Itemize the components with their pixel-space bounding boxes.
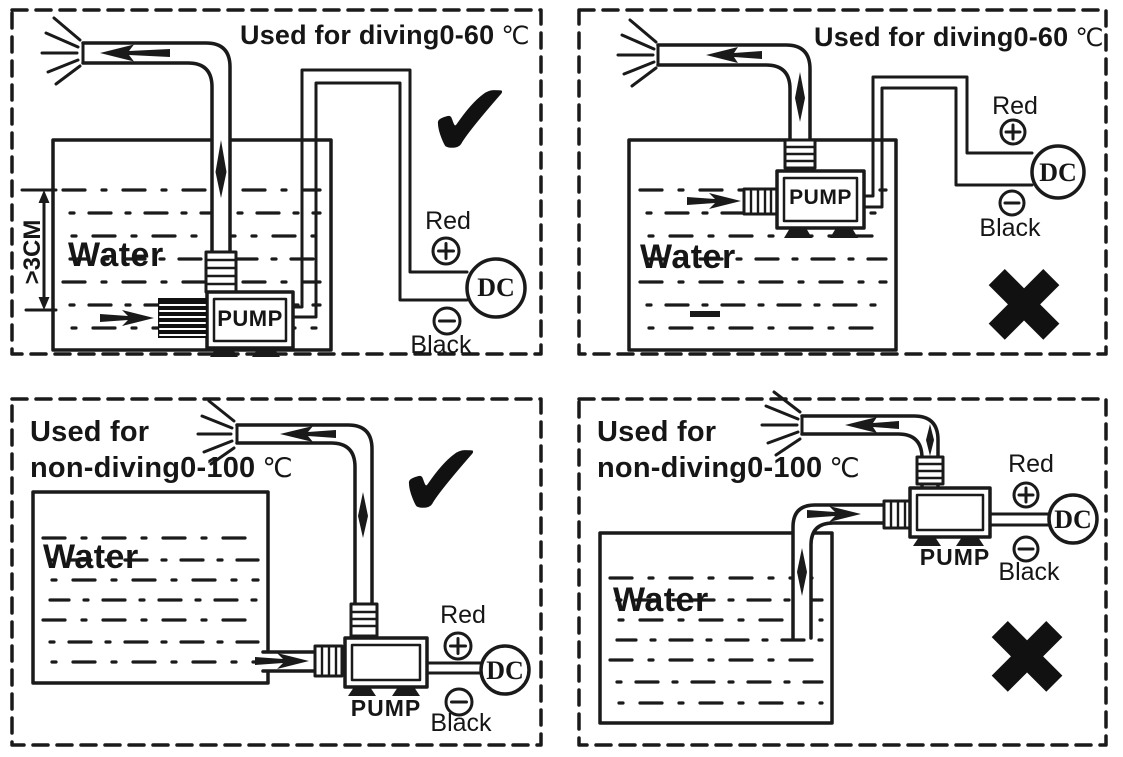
water-label: Water: [613, 581, 709, 619]
dc-connector: [431, 236, 527, 336]
suction-pipe: [255, 644, 344, 678]
inlet-strainer: [158, 298, 207, 338]
degree-symbol: ℃: [501, 21, 530, 50]
dc-label: DC: [486, 656, 524, 685]
panel-title-line2: non-diving0-100℃: [597, 452, 860, 484]
flow-arrow-icon: [100, 310, 154, 326]
dc-connector: [1012, 481, 1099, 563]
degree-symbol: ℃: [1075, 23, 1104, 52]
pump-label: PUMP: [217, 306, 283, 331]
minus-terminal-icon: [998, 189, 1026, 217]
panel-title-line2: non-diving0-100℃: [30, 452, 293, 484]
x-icon: ✖: [982, 597, 1072, 720]
x-icon: ✖: [979, 245, 1069, 368]
water-label: Water: [68, 236, 164, 274]
flow-left-arrow-icon: [706, 47, 762, 63]
red-wire-label: Red: [440, 601, 486, 629]
black-wire-label: Black: [979, 214, 1041, 242]
plus-terminal-icon: [431, 236, 461, 266]
min-depth-label: >3CM: [19, 219, 46, 285]
panel-border: [10, 8, 543, 356]
water-dashes: [608, 576, 824, 705]
red-wire-label: Red: [992, 92, 1038, 120]
pump: [343, 636, 429, 696]
panel-title-line1: Used for: [597, 416, 717, 448]
pump: [158, 290, 295, 357]
panel-border: [577, 8, 1108, 356]
pump: [775, 169, 866, 238]
power-cord: [291, 68, 469, 319]
flow-left-arrow-icon: [280, 426, 336, 442]
inlet-ribs: [742, 187, 780, 216]
plus-terminal-icon: [443, 631, 473, 661]
water-label: Water: [640, 238, 736, 276]
degree-symbol: ℃: [829, 453, 860, 484]
dc-label: DC: [1054, 505, 1092, 534]
spray-icon: [196, 399, 236, 466]
panel-title: Used for diving0-60℃: [814, 22, 1104, 52]
panel-non-diving-correct-drawing: [10, 397, 543, 747]
outlet-pipe: [800, 414, 945, 490]
red-wire-label: Red: [1008, 450, 1054, 478]
dc-label: DC: [477, 273, 515, 302]
minus-terminal-icon: [432, 306, 462, 336]
pump: [908, 486, 992, 546]
minus-terminal-icon: [1012, 535, 1040, 563]
black-wire-label: Black: [430, 709, 492, 737]
plus-terminal-icon: [1012, 481, 1040, 509]
pump-label: PUMP: [789, 186, 852, 209]
outlet-pipe: [235, 423, 379, 640]
min-depth-dimension: [20, 188, 58, 312]
water-dashes: [41, 536, 260, 664]
pump-label: PUMP: [919, 544, 991, 570]
power-cord: [988, 512, 1051, 527]
flow-up-arrow-icon: [797, 548, 807, 596]
spray-icon: [616, 18, 658, 88]
black-wire-label: Black: [998, 558, 1060, 586]
dc-connector: [443, 631, 531, 717]
minus-terminal-icon: [444, 687, 474, 717]
degree-symbol: ℃: [262, 453, 293, 484]
panel-non-diving-incorrect-drawing: [577, 390, 1108, 747]
pump-label: PUMP: [350, 695, 422, 721]
outlet-pipe: [656, 43, 817, 173]
check-icon: ✔: [396, 419, 486, 542]
water-tank: [31, 490, 270, 685]
power-cord: [862, 75, 1034, 209]
plus-terminal-icon: [999, 118, 1027, 146]
flow-up-arrow-icon: [215, 140, 227, 198]
black-wire-label: Black: [410, 331, 472, 359]
flow-right-arrow-icon: [255, 653, 309, 669]
dc-connector: [998, 118, 1086, 217]
panel-border: [577, 397, 1108, 747]
power-cord: [425, 661, 483, 675]
flow-right-arrow-icon: [807, 506, 861, 522]
spray-icon: [40, 16, 82, 86]
flow-left-arrow-icon: [845, 417, 899, 433]
red-wire-label: Red: [425, 207, 471, 235]
panel-title-line1: Used for: [30, 416, 150, 448]
panel-border: [10, 397, 543, 747]
flow-arrow-icon: [687, 193, 741, 317]
flow-up-arrow-icon: [926, 424, 934, 456]
outlet-pipe: [81, 41, 238, 294]
panel-title: Used for diving0-60℃: [240, 20, 530, 50]
panel-diving-correct-drawing: [10, 8, 543, 357]
check-icon: ✔: [425, 59, 515, 182]
flow-up-arrow-icon: [358, 492, 368, 538]
spray-icon: [760, 390, 802, 457]
panel-diving-incorrect-drawing: [577, 8, 1108, 356]
dc-label: DC: [1039, 158, 1077, 187]
flow-up-arrow-icon: [795, 72, 805, 122]
suction-pipe: [791, 499, 913, 640]
flow-left-arrow-icon: [100, 44, 170, 62]
water-label: Water: [43, 538, 139, 576]
